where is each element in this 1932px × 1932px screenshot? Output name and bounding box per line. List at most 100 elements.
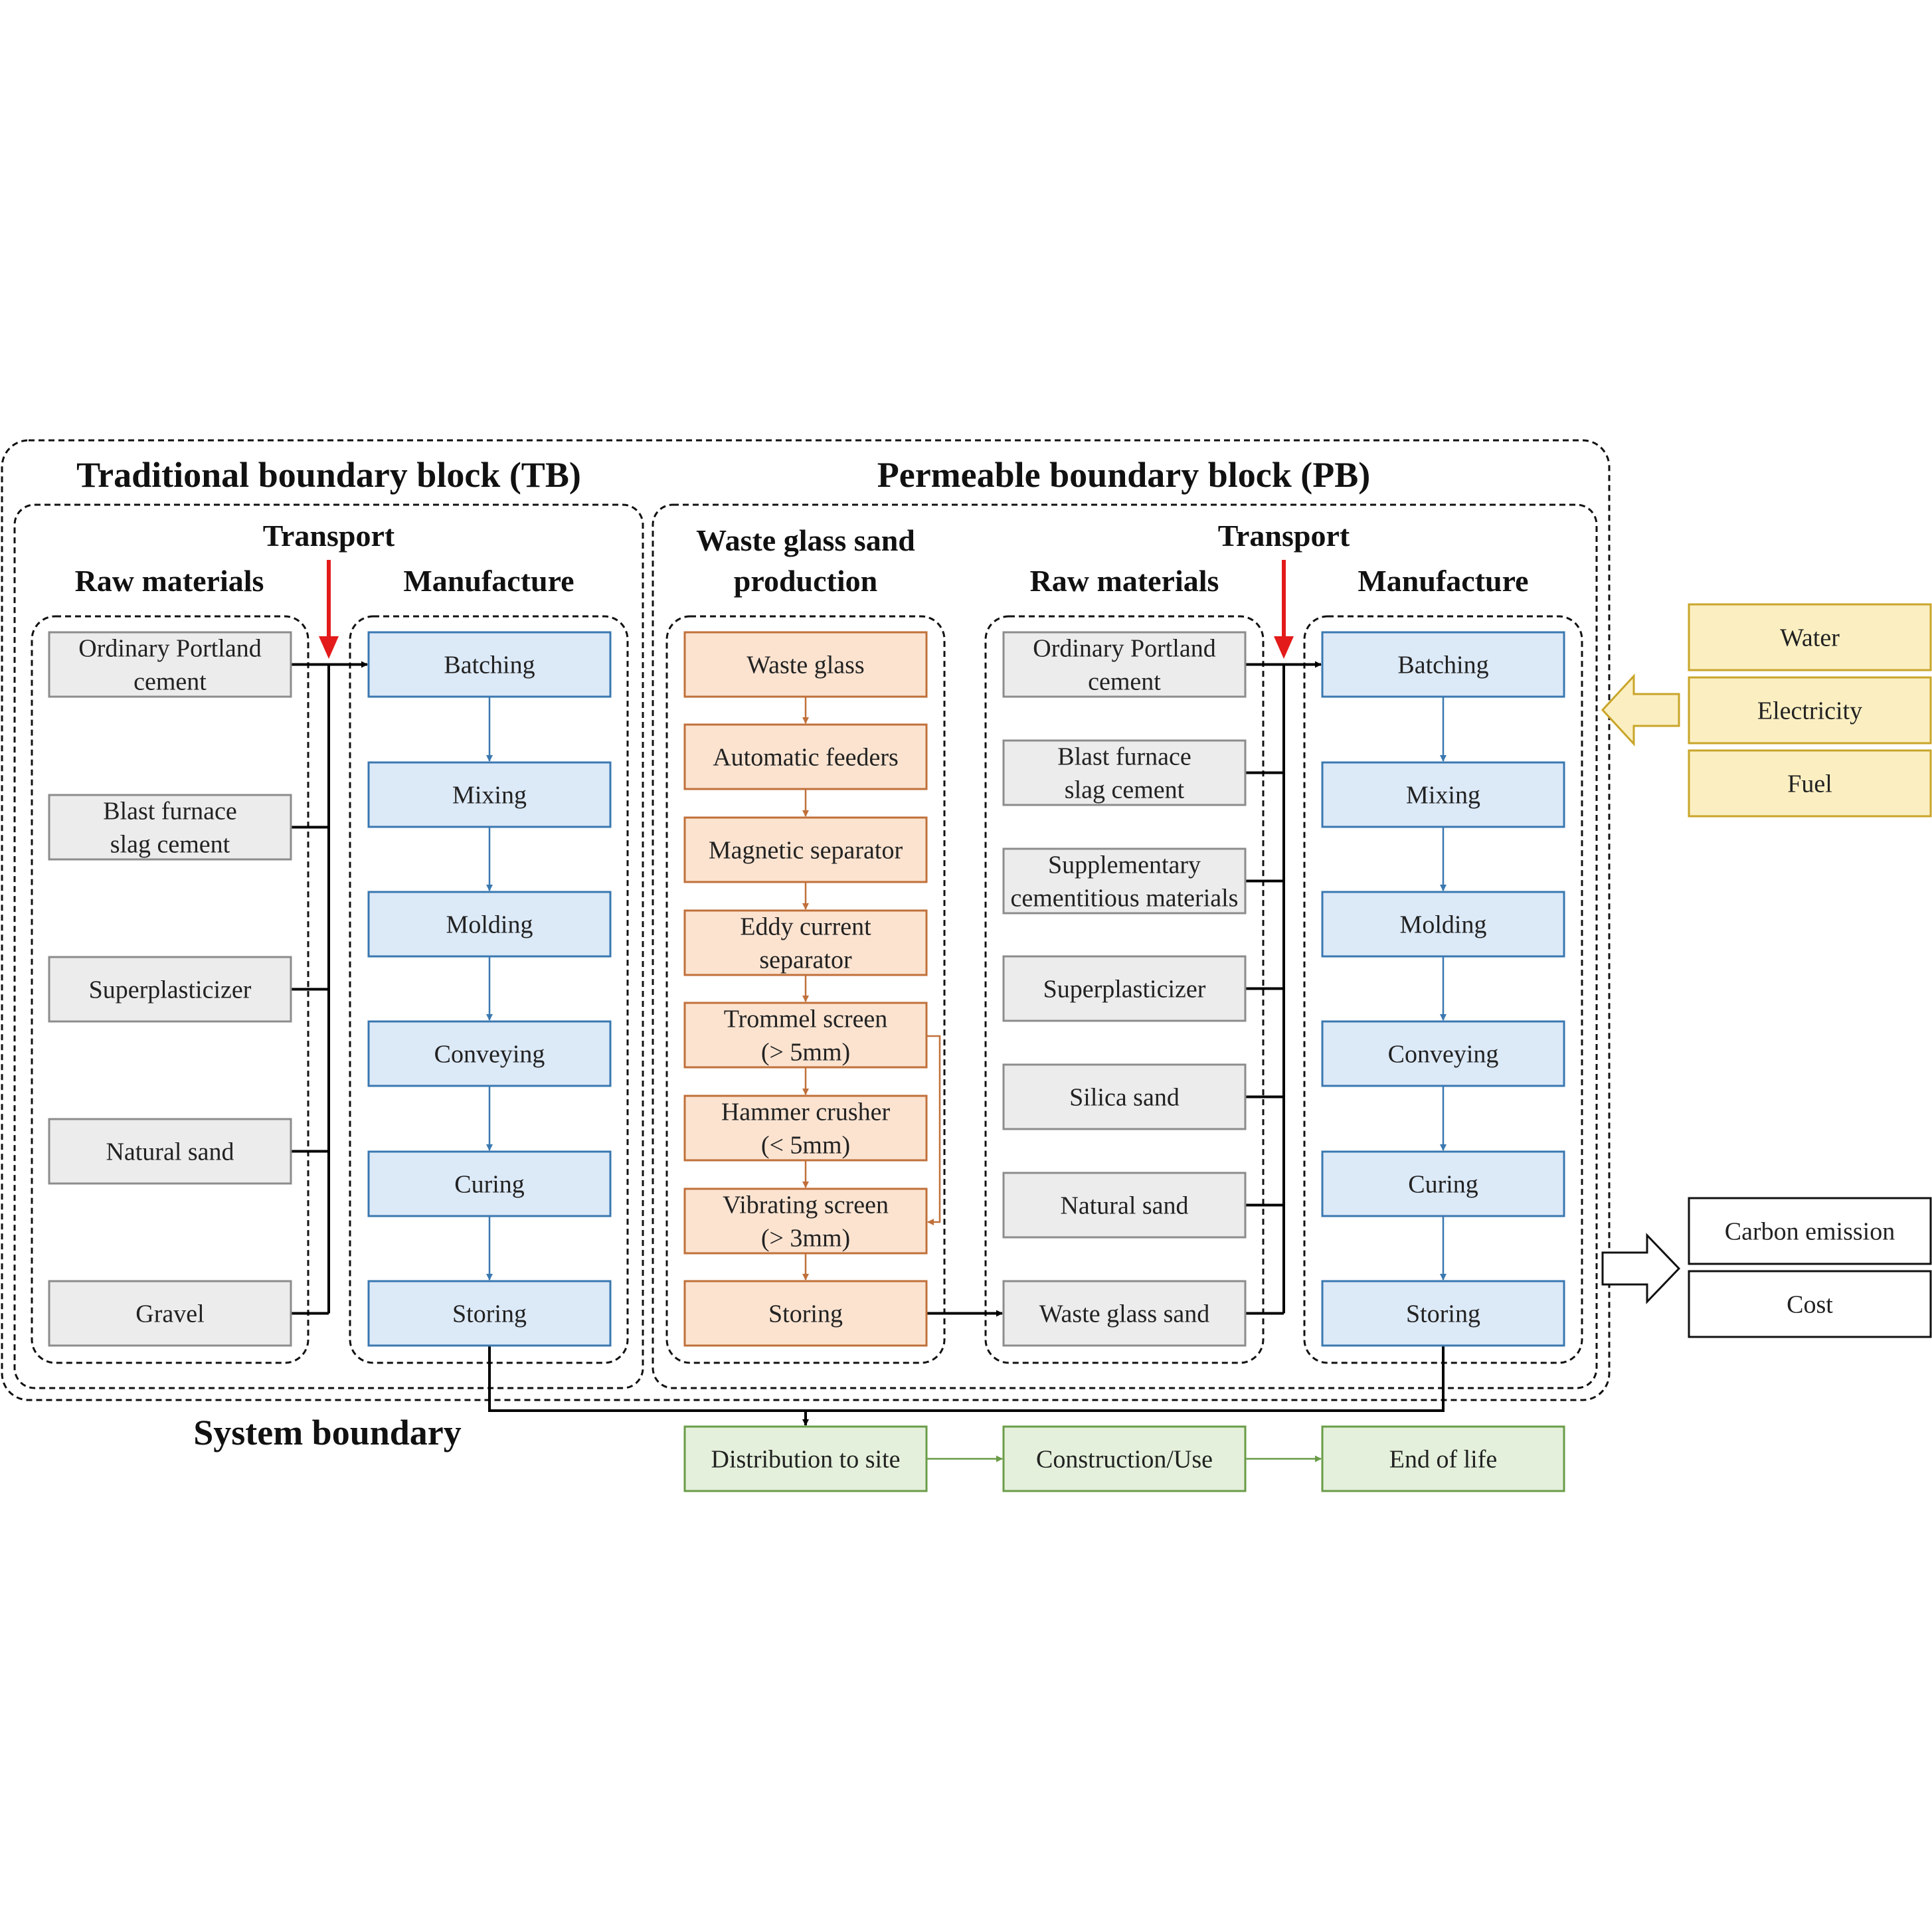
input-water-rect xyxy=(1688,603,1932,671)
glass-trommel-screen-5mm-label: (> 5mm) xyxy=(761,1039,850,1067)
tb-raw-frame xyxy=(31,615,309,1364)
tb-mfg-conveying-rect xyxy=(367,1020,612,1087)
glass-magnetic-separator-rect xyxy=(683,816,928,883)
tb-raw-superplasticizer: Superplasticizer xyxy=(48,956,292,1023)
glass-heading-line2: production xyxy=(734,564,877,598)
pb-raw-waste-glass-sand-rect xyxy=(1002,1280,1247,1347)
pb-mfg-batching-label: Batching xyxy=(1397,652,1488,679)
glass-eddy-current-separator-label: separator xyxy=(759,946,852,974)
pb-raw-natural-sand: Natural sand xyxy=(1002,1172,1247,1239)
pb-mfg-batching-rect xyxy=(1321,631,1565,698)
glass-waste-glass-label: Waste glass xyxy=(746,652,864,679)
tb-mfg-molding: Molding xyxy=(367,891,612,958)
pb-raw-ordinary-portland-cement-rect xyxy=(1002,631,1247,698)
tb-mfg-mixing-label: Mixing xyxy=(452,782,527,810)
pb-raw-ordinary-portland-cement-label: Ordinary Portland xyxy=(1033,635,1215,663)
downstream-construction-use: Construction/Use xyxy=(1002,1425,1247,1492)
pb-mfg-batching: Batching xyxy=(1321,631,1565,698)
pb-mfg-curing: Curing xyxy=(1321,1150,1565,1217)
downstream-end-of-life: End of life xyxy=(1321,1425,1565,1492)
glass-hammer-crusher-5mm-label: Hammer crusher xyxy=(721,1098,891,1126)
output-cost-label: Cost xyxy=(1787,1291,1833,1319)
pb-raw-supplementary-cementitious-materials-label: cementitious materials xyxy=(1011,885,1239,913)
pb-raw-heading: Raw materials xyxy=(1030,564,1219,598)
tb-raw-superplasticizer-label: Superplasticizer xyxy=(89,976,252,1004)
downstream-construction-use-rect xyxy=(1002,1425,1247,1492)
pb-mfg-curing-label: Curing xyxy=(1408,1171,1478,1199)
pb-raw-waste-glass-sand: Waste glass sand xyxy=(1002,1280,1247,1347)
tb-mfg-batching-rect xyxy=(367,631,612,698)
pb-mfg-molding-rect xyxy=(1321,891,1565,958)
tb-mfg-storing-rect xyxy=(367,1280,612,1347)
glass-automatic-feeders-rect xyxy=(683,723,928,790)
pb-raw-superplasticizer-rect xyxy=(1002,955,1247,1022)
tb-raw-superplasticizer-rect xyxy=(48,956,292,1023)
glass-trommel-screen-5mm-rect xyxy=(683,1002,928,1069)
tb-raw-blast-furnace-slag-cement-rect xyxy=(48,794,292,861)
glass-magnetic-separator: Magnetic separator xyxy=(683,816,928,883)
tb-raw-ordinary-portland-cement-label: Ordinary Portland xyxy=(78,635,261,663)
input-electricity-rect xyxy=(1688,676,1932,745)
pb-mfg-conveying-label: Conveying xyxy=(1388,1041,1499,1069)
glass-vibrating-screen-3mm-label: (> 3mm) xyxy=(761,1225,850,1253)
pb-title: Permeable boundary block (PB) xyxy=(877,455,1370,495)
connectors xyxy=(291,661,1447,1462)
glass-hammer-crusher-5mm: Hammer crusher (< 5mm) xyxy=(683,1095,928,1162)
downstream-construction-use-label: Construction/Use xyxy=(1036,1446,1213,1474)
glass-storing-rect xyxy=(683,1280,928,1347)
output-carbon-emission: Carbon emission xyxy=(1688,1197,1932,1265)
glass-hammer-crusher-5mm-label: (< 5mm) xyxy=(761,1132,850,1160)
output-cost-rect xyxy=(1688,1270,1932,1338)
pb-raw-natural-sand-label: Natural sand xyxy=(1060,1192,1188,1220)
tb-mfg-batching-label: Batching xyxy=(444,652,535,679)
tb-mfg-storing-label: Storing xyxy=(452,1300,527,1328)
boxes: BatchingMixingMoldingConveyingCuringStor… xyxy=(48,603,1932,1492)
input-water-label: Water xyxy=(1780,624,1840,652)
pb-mfg-storing-rect xyxy=(1321,1280,1565,1347)
trommel-bypass-arrow xyxy=(926,1035,941,1225)
tb-raw-ordinary-portland-cement: Ordinary Portland cement xyxy=(48,631,292,698)
output-arrow-icon xyxy=(1601,1233,1681,1304)
tb-mfg-conveying-label: Conveying xyxy=(434,1041,545,1069)
system-boundary-label: System boundary xyxy=(193,1413,462,1452)
tb-mfg-mixing-rect xyxy=(367,761,612,828)
tb-mfg-batching: Batching xyxy=(367,631,612,698)
input-fuel: Fuel xyxy=(1688,749,1932,818)
tb-raw-gravel-rect xyxy=(48,1280,292,1347)
pb-mfg-conveying-rect xyxy=(1321,1020,1565,1087)
tb-raw-ordinary-portland-cement-label: cement xyxy=(133,668,207,696)
pb-raw-silica-sand: Silica sand xyxy=(1002,1063,1247,1130)
downstream-distribution-to-site-rect xyxy=(683,1425,928,1492)
pb-raw-natural-sand-rect xyxy=(1002,1172,1247,1239)
pb-transport-heading: Transport xyxy=(1218,519,1350,553)
glass-trommel-screen-5mm-label: Trommel screen xyxy=(724,1006,888,1033)
tb-mfg-molding-rect xyxy=(367,891,612,958)
tb-mfg-molding-label: Molding xyxy=(446,911,533,939)
tb-raw-blast-furnace-slag-cement-label: Blast furnace xyxy=(103,798,237,826)
pb-mfg-storing-label: Storing xyxy=(1406,1300,1480,1328)
tb-raw-ordinary-portland-cement-rect xyxy=(48,631,292,698)
glass-vibrating-screen-3mm-label: Vibrating screen xyxy=(723,1191,889,1219)
glass-eddy-current-separator-label: Eddy current xyxy=(740,913,871,941)
system-boundary-frame xyxy=(1,439,1611,1401)
tb-title: Traditional boundary block (TB) xyxy=(76,455,581,495)
tb-manufacture-heading: Manufacture xyxy=(403,564,574,598)
tb-mfg-mixing: Mixing xyxy=(367,761,612,828)
pb-raw-superplasticizer: Superplasticizer xyxy=(1002,955,1247,1022)
glass-magnetic-separator-label: Magnetic separator xyxy=(709,837,903,865)
glass-eddy-current-separator-rect xyxy=(683,909,928,976)
glass-vibrating-screen-3mm-rect xyxy=(683,1187,928,1255)
output-carbon-emission-rect xyxy=(1688,1197,1932,1265)
tb-raw-natural-sand-label: Natural sand xyxy=(106,1138,234,1166)
glass-automatic-feeders-label: Automatic feeders xyxy=(713,744,899,772)
input-arrow-icon xyxy=(1601,673,1680,746)
pb-raw-frame xyxy=(984,615,1265,1364)
glass-trommel-screen-5mm: Trommel screen (> 5mm) xyxy=(683,1002,928,1069)
tb-mfg-conveying: Conveying xyxy=(367,1020,612,1087)
tb-mfg-storing: Storing xyxy=(367,1280,612,1347)
glass-automatic-feeders: Automatic feeders xyxy=(683,723,928,790)
input-fuel-label: Fuel xyxy=(1787,770,1832,798)
tb-raw-heading: Raw materials xyxy=(75,564,264,598)
